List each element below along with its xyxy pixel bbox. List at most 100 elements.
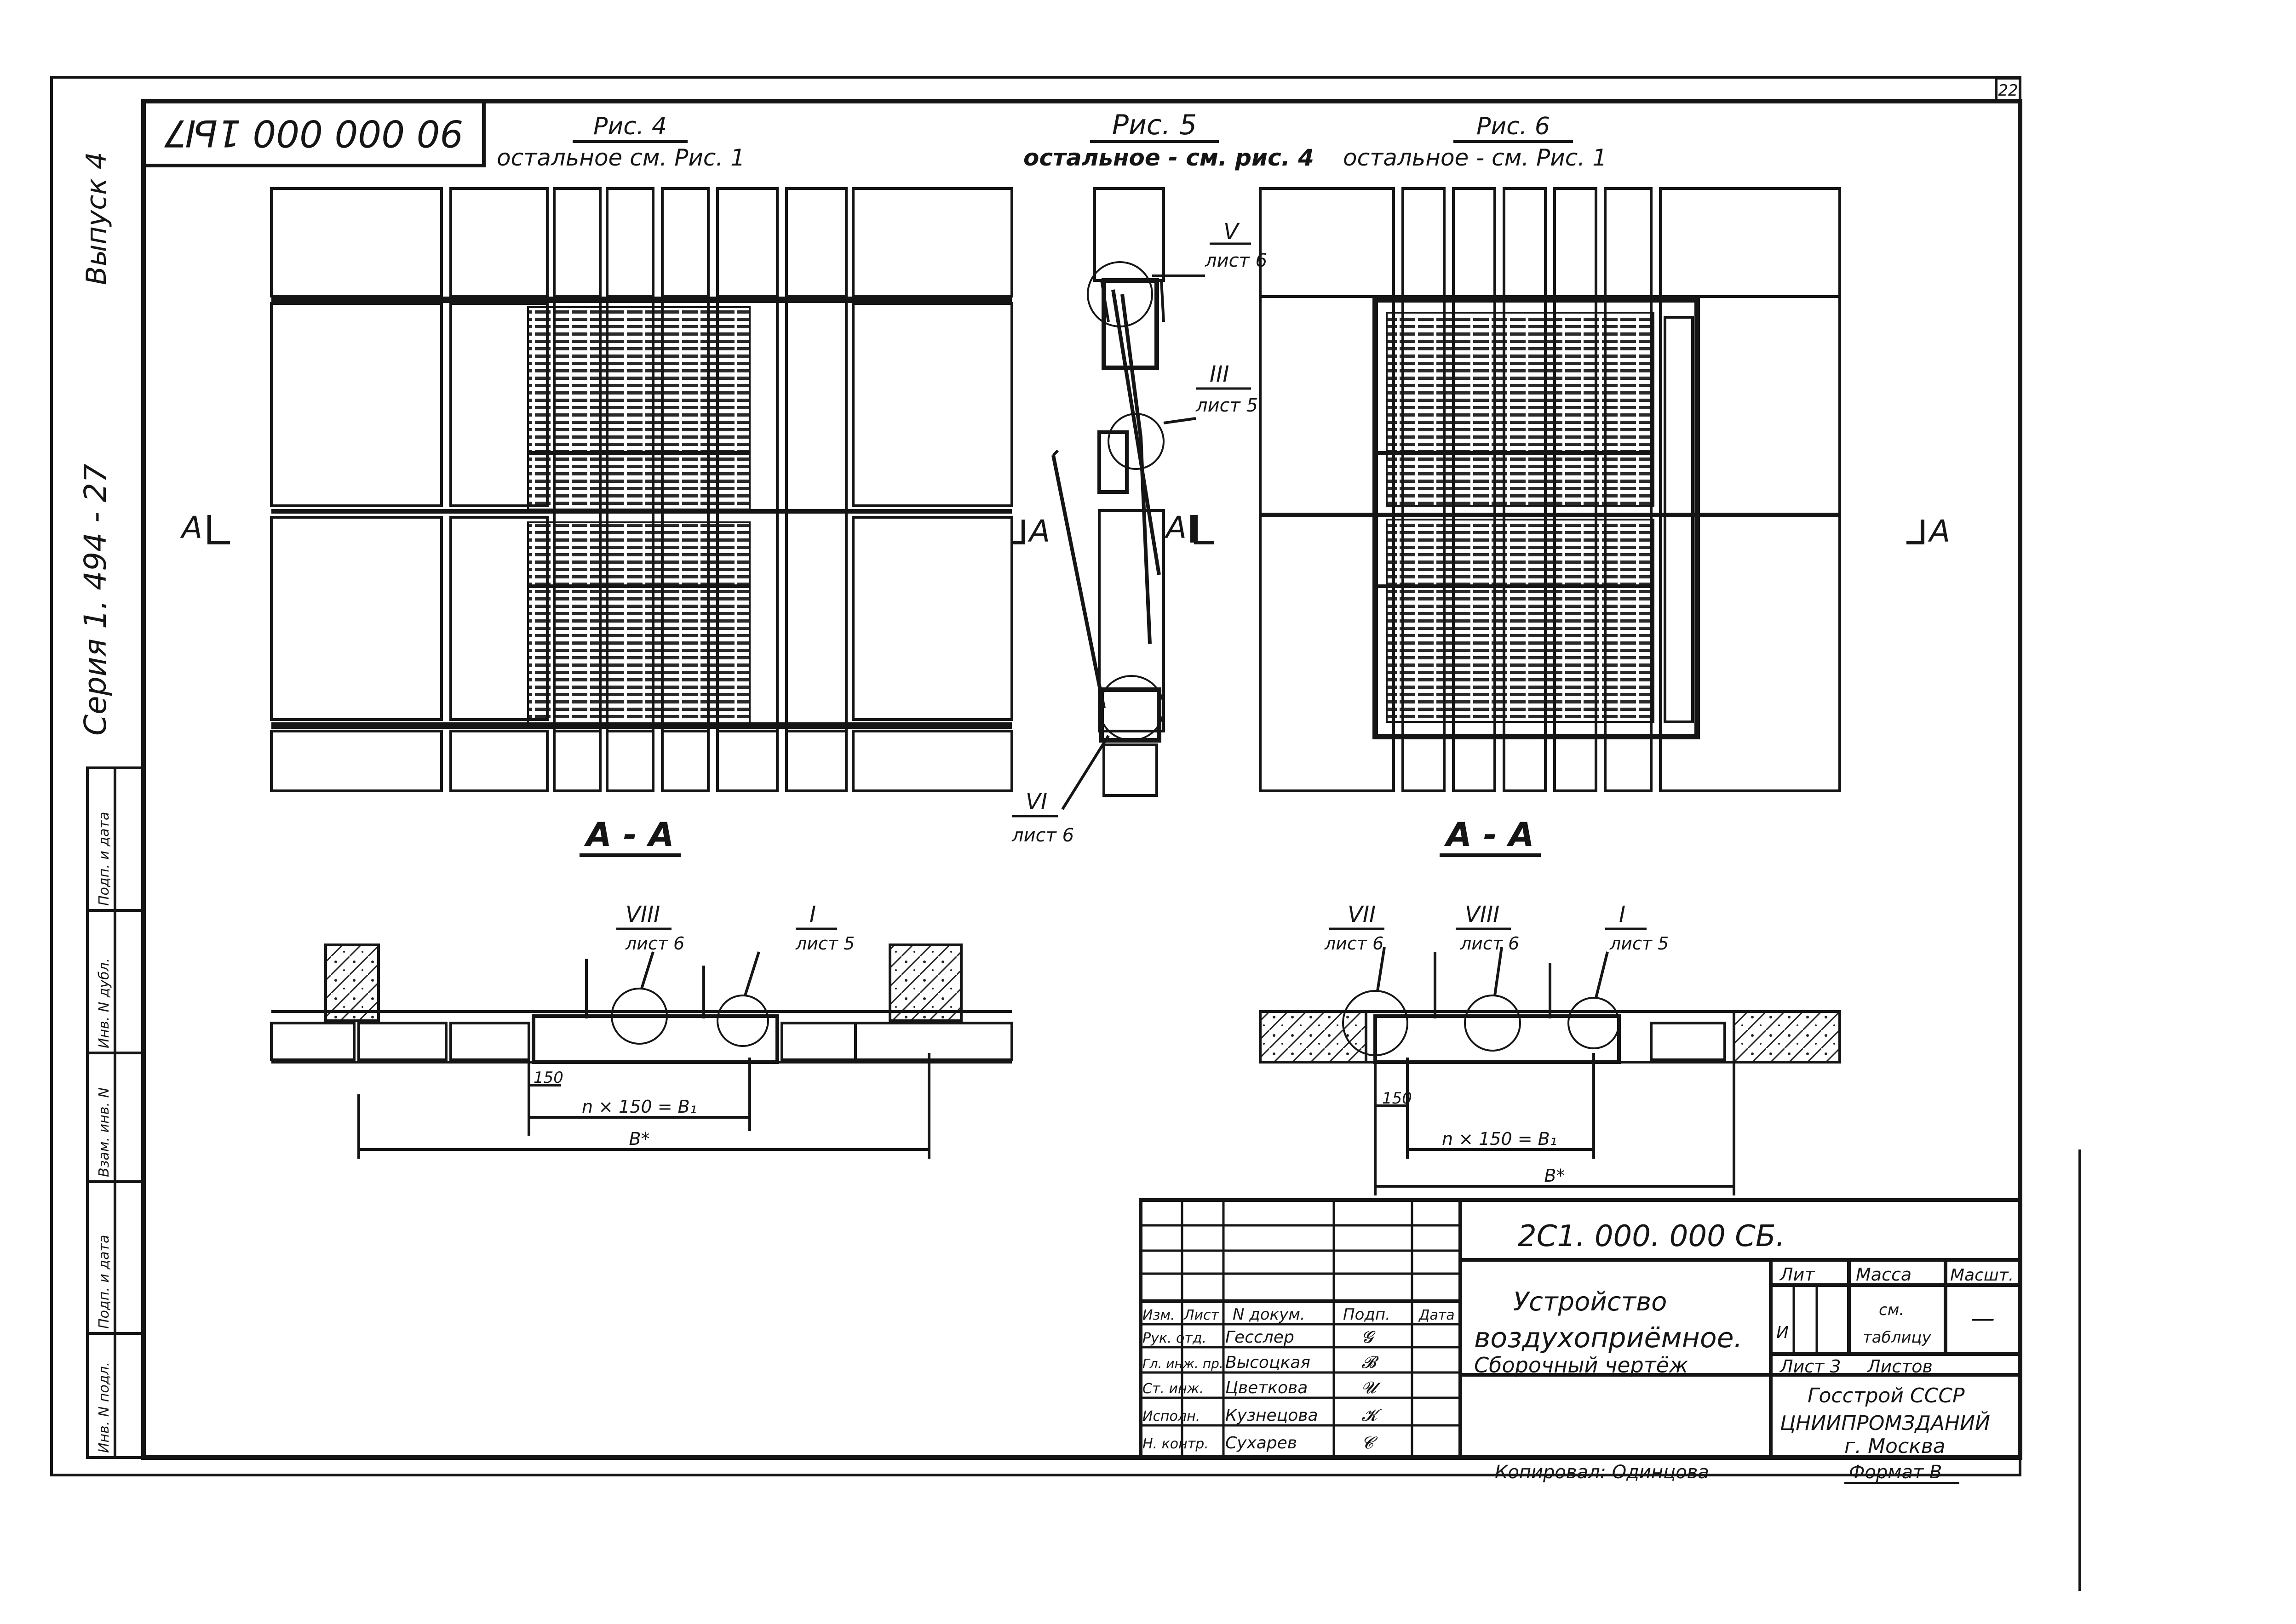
fig6-section-marks: А А - А bbox=[1190, 514, 1950, 857]
louvre-frame-outer bbox=[1372, 297, 1700, 739]
view-label-right: А - А bbox=[1444, 815, 1534, 854]
stamp-label-1: Инв. N подл. bbox=[96, 1362, 112, 1453]
callout-circle-VI bbox=[1098, 675, 1165, 741]
fig5-title: Рис. 5 bbox=[1112, 109, 1197, 141]
tb-role-2: Гл. инж. пр. bbox=[1142, 1356, 1223, 1371]
callout-V-num: V bbox=[1223, 219, 1240, 245]
side-seria: Серия 1. 494 - 27 bbox=[78, 463, 113, 736]
fig6-note: остальное - см. Рис. 1 bbox=[1343, 144, 1607, 171]
left-plan-labels: VIII лист 6 I лист 5 150 n × 150 = B₁ B* bbox=[534, 902, 855, 1149]
section-letter-left-2: А bbox=[1027, 514, 1050, 549]
callout-III-sheet: лист 5 bbox=[1195, 395, 1258, 416]
tb-scale-value: — bbox=[1971, 1305, 1995, 1332]
fig4-title: Рис. 4 bbox=[593, 113, 667, 140]
right-callout-I-sheet: лист 5 bbox=[1609, 933, 1669, 954]
tb-role-5: Н. контр. bbox=[1142, 1436, 1209, 1452]
right-callout-VIII-sheet: лист 6 bbox=[1460, 933, 1519, 954]
left-callout-VIII-sheet: лист 6 bbox=[625, 933, 684, 954]
fig4-note: остальное см. Рис. 1 bbox=[497, 144, 745, 171]
code-box: 90 000 000 1Ы7 bbox=[142, 99, 486, 167]
page-number-box: 22 bbox=[1995, 77, 2021, 103]
section-letter-right: А bbox=[1928, 514, 1950, 549]
left-callout-I-sheet: лист 5 bbox=[795, 933, 855, 954]
fig5-callouts: V лист 6 III лист 5 VI лист 6 А bbox=[1011, 219, 1267, 846]
fig4-elevation bbox=[270, 187, 1013, 792]
tb-role-3: Ст. инж. bbox=[1142, 1381, 1204, 1397]
left-dim-n150: n × 150 = B₁ bbox=[582, 1097, 697, 1117]
right-plan-section bbox=[1259, 947, 1841, 1195]
right-callout-I-num: I bbox=[1619, 902, 1625, 927]
right-dim-B: B* bbox=[1544, 1166, 1565, 1186]
view-label-left: А - А bbox=[584, 815, 674, 854]
tb-col-izm: Изм. bbox=[1142, 1307, 1175, 1323]
fig4-title-group: Рис. 4 остальное см. Рис. 1 bbox=[497, 113, 745, 171]
left-column-2 bbox=[889, 944, 963, 1022]
louvre-field-upper bbox=[527, 306, 751, 510]
right-wall-left bbox=[1259, 1010, 1367, 1064]
tb-code: 2С1. 000. 000 СБ. bbox=[1518, 1219, 1785, 1253]
left-stamp-strip bbox=[86, 766, 145, 1459]
tb-mass-value-1: см. bbox=[1879, 1301, 1904, 1319]
right-dim-150: 150 bbox=[1382, 1089, 1412, 1108]
tb-name-2: Высоцкая bbox=[1225, 1353, 1310, 1372]
callout-circle-VII-right bbox=[1342, 990, 1408, 1056]
title-block-text: 2С1. 000. 000 СБ. Изм. Лист N докум. Под… bbox=[1142, 1219, 2014, 1458]
tb-role-4: Исполн. bbox=[1142, 1408, 1200, 1424]
section-letter-left-1: А bbox=[180, 510, 202, 545]
tb-sheets-label: Листов bbox=[1866, 1356, 1933, 1377]
right-dim-n150: n × 150 = B₁ bbox=[1442, 1129, 1557, 1149]
title-block-grid bbox=[1139, 1198, 2022, 1459]
left-stamp-labels: Инв. N подл. Подп. и дата Взам. инв. N И… bbox=[96, 812, 112, 1453]
callout-VI-sheet: лист 6 bbox=[1011, 825, 1074, 846]
callout-circle-I-left bbox=[717, 995, 769, 1047]
fig6-title-group: Рис. 6 остальное - см. Рис. 1 bbox=[1343, 113, 1607, 171]
side-notes: Выпуск 4 Серия 1. 494 - 27 bbox=[78, 152, 113, 736]
tb-mass-header: Масса bbox=[1856, 1264, 1911, 1285]
tb-lit-value: И bbox=[1776, 1323, 1789, 1342]
right-callout-VII-num: VII bbox=[1348, 902, 1376, 927]
tb-org-1: Госстрой СССР bbox=[1808, 1384, 1965, 1407]
tb-sign-3: 𝓤 bbox=[1361, 1378, 1381, 1397]
page-number: 22 bbox=[1998, 81, 2018, 100]
fig5-note: остальное - см. рис. 4 bbox=[1023, 144, 1314, 171]
tb-sign-5: 𝓒 bbox=[1361, 1434, 1378, 1452]
outer-border bbox=[50, 76, 2021, 1476]
callout-VI-num: VI bbox=[1026, 789, 1047, 815]
footer: Копировал: Одинцова Формат В bbox=[1495, 1462, 1959, 1484]
fig4-section-marks: А А А - А bbox=[180, 510, 1050, 857]
footer-format: Формат В bbox=[1849, 1462, 1942, 1483]
tb-name-line1: Устройство bbox=[1513, 1287, 1667, 1317]
tb-lit-header: Лит bbox=[1779, 1264, 1815, 1285]
tb-name-line2: воздухоприёмное. bbox=[1474, 1322, 1743, 1354]
fig5-title-group: Рис. 5 остальное - см. рис. 4 bbox=[1023, 109, 1314, 171]
right-plan-labels: VII лист 6 VIII лист 6 I лист 5 150 n × … bbox=[1324, 902, 1669, 1186]
callout-circle-III bbox=[1108, 413, 1165, 470]
tb-name-4: Кузнецова bbox=[1225, 1406, 1318, 1425]
tb-name-5: Сухарев bbox=[1225, 1434, 1297, 1452]
fig6-title: Рис. 6 bbox=[1476, 113, 1550, 140]
callout-V-sheet: лист 6 bbox=[1205, 250, 1267, 271]
louvre-field-r-lower bbox=[1386, 519, 1654, 723]
mirrored-code: 90 000 000 1Ы7 bbox=[164, 112, 464, 154]
footer-copied-by: Копировал: Одинцова bbox=[1495, 1462, 1709, 1483]
tb-sign-4: 𝓚 bbox=[1361, 1406, 1382, 1425]
tb-name-3: Цветкова bbox=[1225, 1378, 1308, 1397]
side-vypusk: Выпуск 4 bbox=[80, 152, 113, 285]
tb-mass-value-2: таблицу bbox=[1863, 1328, 1932, 1347]
tb-col-podp: Подп. bbox=[1343, 1305, 1390, 1324]
louvre-field-lower bbox=[527, 521, 751, 726]
tb-sheet-label: Лист 3 bbox=[1779, 1356, 1841, 1377]
callout-circle-V bbox=[1087, 261, 1153, 327]
left-plan-section bbox=[270, 944, 1013, 1159]
tb-col-data: Дата bbox=[1418, 1307, 1455, 1323]
fig5-section bbox=[1051, 187, 1205, 810]
stamp-label-2: Подп. и дата bbox=[96, 1235, 112, 1329]
tb-org-2: ЦНИИПРОМЗДАНИЙ bbox=[1780, 1411, 1990, 1435]
callout-circle-VIII-right bbox=[1464, 995, 1521, 1052]
tb-sign-1: 𝓖 bbox=[1361, 1328, 1376, 1347]
left-callout-VIII-num: VIII bbox=[626, 902, 660, 927]
right-callout-VII-sheet: лист 6 bbox=[1324, 933, 1383, 954]
left-callout-I-num: I bbox=[809, 902, 816, 927]
left-dim-B: B* bbox=[629, 1129, 649, 1149]
